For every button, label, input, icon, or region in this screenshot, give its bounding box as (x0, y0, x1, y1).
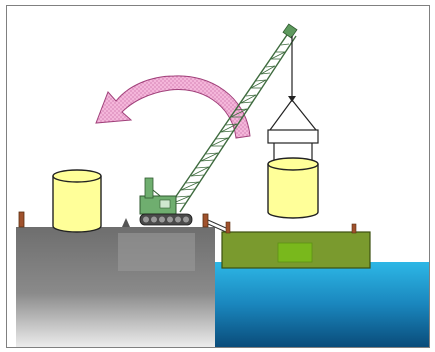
barge-icon (221, 221, 371, 269)
water (214, 262, 429, 347)
lifting-frame-icon (267, 96, 319, 160)
cone-icon (122, 218, 130, 227)
curved-arrow-icon (95, 75, 251, 139)
pier-panel (118, 233, 195, 271)
mooring-line (207, 219, 227, 229)
crawler-crane-icon (139, 23, 298, 226)
bollard-icon (18, 211, 25, 228)
tank-icon (267, 157, 319, 219)
bollard-icon (202, 213, 209, 228)
mooring-line (207, 223, 227, 233)
tank-icon (52, 169, 102, 233)
